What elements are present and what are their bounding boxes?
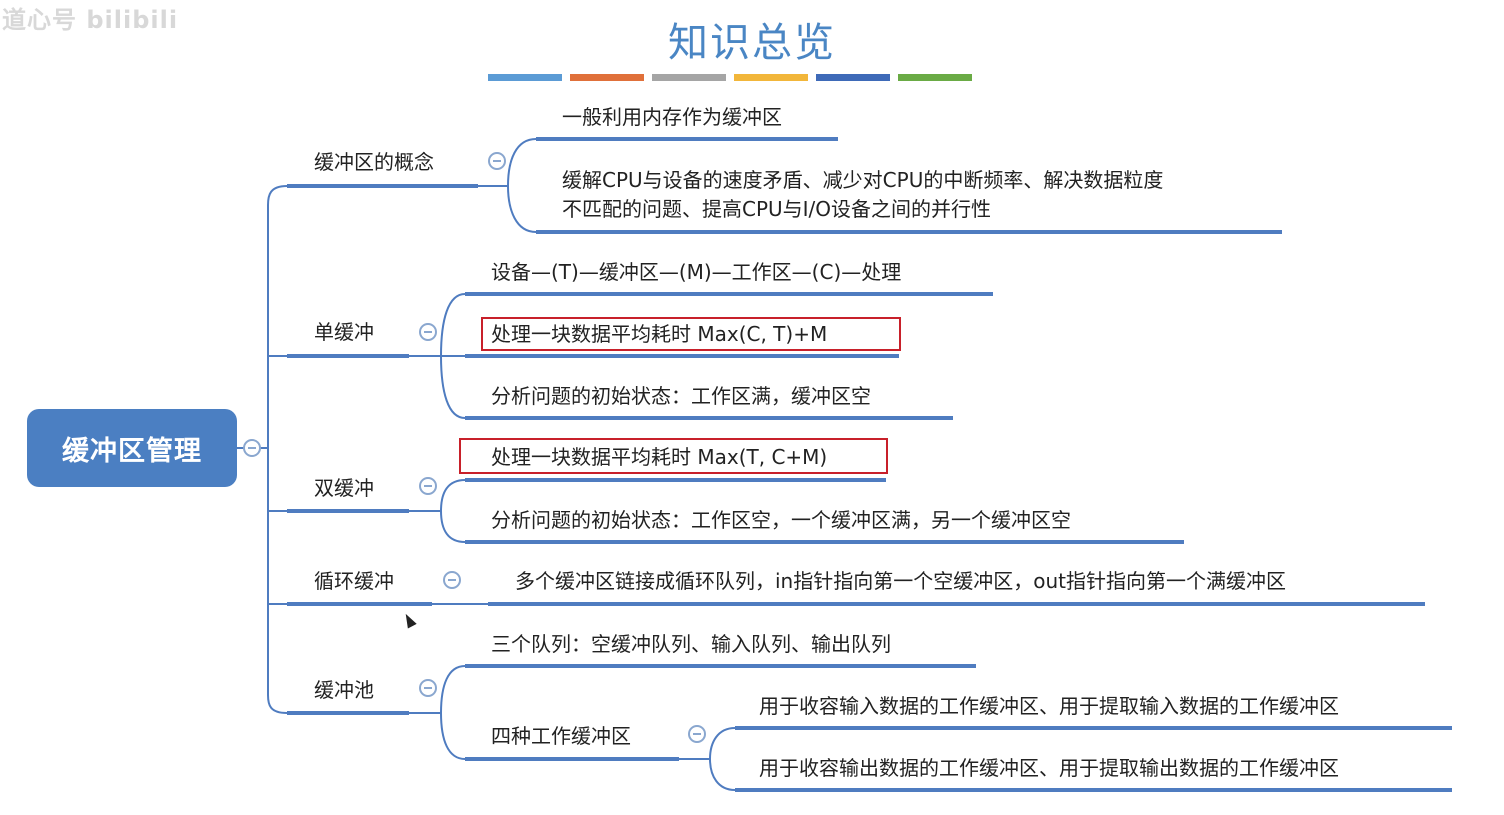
leaf-concept-2-line1: 缓解CPU与设备的速度矛盾、减少对CPU的中断频率、解决数据粒度	[562, 168, 1164, 192]
root-node[interactable]: 缓冲区管理	[27, 409, 237, 487]
title-decoration-bar	[898, 74, 972, 81]
node-pool-sub[interactable]: 四种工作缓冲区	[491, 724, 631, 748]
highlight-box-double	[459, 438, 888, 474]
node-circular[interactable]: 循环缓冲	[314, 569, 394, 593]
leaf-pool-sub-2: 用于收容输出数据的工作缓冲区、用于提取输出数据的工作缓冲区	[759, 756, 1339, 780]
leaf-concept-2-line2: 不匹配的问题、提高CPU与I/O设备之间的并行性	[562, 197, 992, 221]
collapse-pool-sub-icon[interactable]	[688, 725, 706, 743]
leaf-single-1: 设备—(T)—缓冲区—(M)—工作区—(C)—处理	[491, 260, 902, 284]
node-single[interactable]: 单缓冲	[314, 320, 374, 344]
leaf-pool-1: 三个队列：空缓冲队列、输入队列、输出队列	[491, 632, 891, 656]
node-double[interactable]: 双缓冲	[314, 476, 374, 500]
title-decoration-bar	[734, 74, 808, 81]
title-decoration-bar	[570, 74, 644, 81]
collapse-root-icon[interactable]	[243, 439, 261, 457]
collapse-concept-icon[interactable]	[488, 152, 506, 170]
title-decoration-bar	[488, 74, 562, 81]
title-decoration-bar	[652, 74, 726, 81]
highlight-box-single	[481, 317, 901, 351]
leaf-circular-1: 多个缓冲区链接成循环队列，in指针指向第一个空缓冲区，out指针指向第一个满缓冲…	[515, 569, 1286, 593]
leaf-single-3: 分析问题的初始状态：工作区满，缓冲区空	[491, 384, 871, 408]
watermark: 道心号 bilibili	[2, 6, 179, 34]
node-pool[interactable]: 缓冲池	[314, 678, 374, 702]
leaf-double-1: 处理一块数据平均耗时 Max(T, C+M)	[491, 445, 828, 469]
leaf-single-2: 处理一块数据平均耗时 Max(C, T)+M	[491, 322, 828, 346]
collapse-circular-icon[interactable]	[443, 571, 461, 589]
leaf-concept-1: 一般利用内存作为缓冲区	[562, 105, 782, 129]
page-title: 知识总览	[668, 20, 836, 66]
collapse-pool-icon[interactable]	[419, 679, 437, 697]
node-concept[interactable]: 缓冲区的概念	[314, 150, 434, 174]
leaf-double-2: 分析问题的初始状态：工作区空，一个缓冲区满，另一个缓冲区空	[491, 508, 1071, 532]
title-decoration-bar	[816, 74, 890, 81]
collapse-double-icon[interactable]	[419, 477, 437, 495]
collapse-single-icon[interactable]	[419, 323, 437, 341]
leaf-pool-sub-1: 用于收容输入数据的工作缓冲区、用于提取输入数据的工作缓冲区	[759, 694, 1339, 718]
